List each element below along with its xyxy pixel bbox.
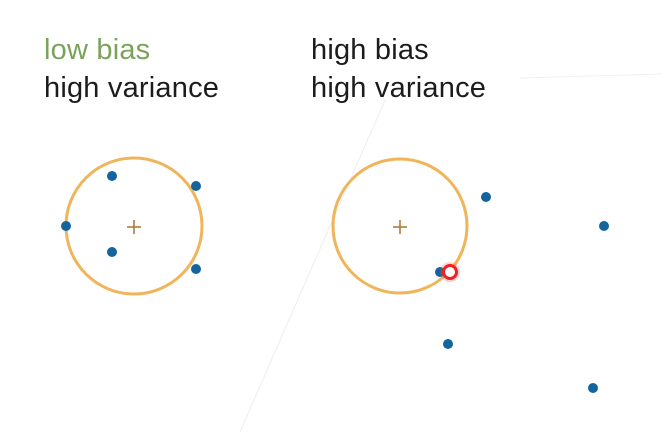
left-bias-label: low bias (44, 34, 151, 66)
sample-point (191, 264, 201, 274)
sample-point (588, 383, 598, 393)
sample-point (481, 192, 491, 202)
background-divider-line (239, 99, 386, 432)
right-variance-label: high variance (311, 72, 487, 104)
background-divider-line (519, 73, 662, 79)
right-target (331, 157, 609, 393)
red-ring-cursor-icon (440, 262, 460, 282)
sample-point (599, 221, 609, 231)
sample-point (443, 339, 453, 349)
sample-point (191, 181, 201, 191)
left-target (61, 156, 204, 296)
plus-icon (393, 220, 407, 234)
sample-point (107, 247, 117, 257)
left-variance-label: high variance (44, 72, 220, 104)
sample-point (61, 221, 71, 231)
sample-point (107, 171, 117, 181)
target-ring (331, 157, 469, 295)
right-bias-label: high bias (311, 34, 429, 66)
plus-icon (127, 220, 141, 234)
